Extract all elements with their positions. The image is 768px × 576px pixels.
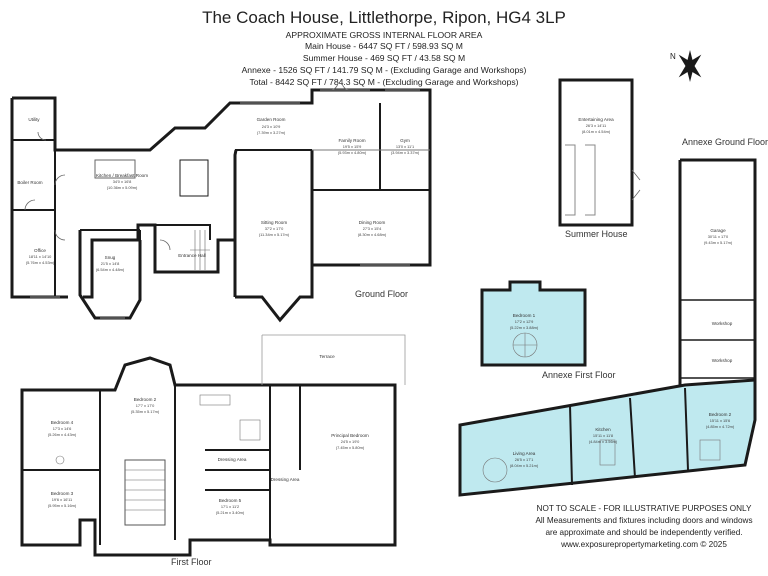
compass-north-label: N [670, 52, 676, 61]
annexe-living-plan [458, 378, 757, 497]
room-annexe-bedroom-2-dim-m: (4.85m x 4.72m) [706, 424, 735, 429]
room-garage-dim-m: (9.43m x 5.17m) [704, 240, 733, 245]
room-bedroom-3-dim: 19'6 x 16'11 [52, 497, 72, 502]
room-bedroom-5: Bedroom 5 [219, 498, 242, 503]
room-dressing-2: Dressing Area [271, 477, 300, 482]
room-living-dim: 26'5 x 17'1 [515, 457, 534, 462]
room-bedroom-2-dim-m: (5.35m x 5.17m) [131, 409, 160, 414]
room-principal-bedroom: Principal Bedroom [331, 433, 369, 438]
room-snug-dim-m: (6.54m x 4.48m) [96, 267, 125, 272]
disclaimer-not-to-scale: NOT TO SCALE - FOR ILLUSTRATIVE PURPOSES… [536, 504, 752, 513]
disclaimer-website: www.exposurepropertymarketing.com © 2025 [561, 540, 727, 549]
room-sitting-dim-m: (11.34m x 5.17m) [259, 232, 290, 237]
room-bedroom-3-dim-m: (5.95m x 5.16m) [48, 503, 77, 508]
room-annexe-kitchen-dim: 15'11 x 11'8 [593, 433, 613, 438]
room-bedroom-5-dim: 17'1 x 11'2 [221, 504, 239, 509]
room-bedroom-4-dim: 17'3 x 14'6 [53, 426, 72, 431]
room-kitchen-dim: 34'0 x 16'8 [113, 179, 132, 184]
room-boiler: Boiler Room [17, 180, 42, 185]
room-annexe-bedroom-1-dim-m: (5.22m x 3.88m) [510, 325, 539, 330]
room-entertaining: Entertaining Area [578, 117, 614, 122]
room-bedroom-2: Bedroom 2 [134, 397, 157, 402]
room-dressing-1: Dressing Area [218, 457, 247, 462]
room-garden-dim-m: (7.39m x 3.27m) [257, 130, 286, 135]
label-summer-house: Summer House [565, 229, 628, 239]
room-living: Living Area [513, 451, 536, 456]
room-garage-dim: 30'11 x 17'0 [708, 234, 729, 239]
room-garden-dim: 24'3 x 10'9 [262, 124, 281, 129]
room-gym-dim: 13'0 x 11'1 [396, 144, 414, 149]
room-annexe-kitchen: Kitchen [595, 427, 611, 432]
property-title: The Coach House, Littlethorpe, Ripon, HG… [202, 8, 566, 27]
area-annexe: Annexe - 1526 SQ FT / 141.79 SQ M - (Exc… [241, 65, 527, 75]
room-living-dim-m: (8.04m x 5.21m) [510, 463, 539, 468]
room-workshop-1: Workshop [712, 321, 733, 326]
area-total: Total - 8442 SQ FT / 784.3 SQ M - (Exclu… [249, 77, 519, 87]
room-snug: Snug [105, 255, 116, 260]
room-utility: Utility [28, 117, 40, 122]
room-terrace: Terrace [319, 354, 335, 359]
room-family-dim: 19'5 x 15'9 [343, 144, 362, 149]
room-entrance: Entrance Hall [178, 253, 206, 258]
room-dining-dim: 27'3 x 15'4 [363, 226, 382, 231]
room-office: Office [34, 248, 46, 253]
room-dining-dim-m: (8.30m x 4.68m) [358, 232, 387, 237]
label-ground-floor: Ground Floor [355, 289, 408, 299]
room-annexe-bedroom-1-dim: 17'2 x 12'9 [515, 319, 534, 324]
room-garden: Garden Room [257, 117, 286, 122]
area-main-house: Main House - 6447 SQ FT / 598.93 SQ M [305, 41, 463, 51]
room-sitting: Sitting Room [261, 220, 287, 225]
room-workshop-2: Workshop [712, 358, 733, 363]
room-office-dim: 18'11 x 14'10 [29, 254, 52, 259]
room-entertaining-dim-m: (8.01m x 4.54m) [582, 129, 611, 134]
ground-floor-plan [10, 81, 432, 323]
room-office-dim-m: (5.76m x 4.53m) [26, 260, 55, 265]
room-snug-dim: 21'5 x 14'8 [101, 261, 120, 266]
annexe-ground-plan [678, 158, 757, 390]
summer-house-plan [558, 78, 641, 227]
room-bedroom-2-dim: 17'7 x 17'0 [136, 403, 155, 408]
room-annexe-bedroom-2: Bedroom 2 [709, 412, 732, 417]
room-gym-dim-m: (3.94m x 3.37m) [391, 150, 420, 155]
disclaimer-line-2: All Measurements and fixtures including … [535, 516, 753, 525]
room-bedroom-3: Bedroom 3 [51, 491, 74, 496]
disclaimer-line-3: are approximate and should be independen… [545, 528, 743, 537]
room-kitchen-dim-m: (10.36m x 5.09m) [107, 185, 138, 190]
room-dining: Dining Room [359, 220, 386, 225]
first-floor-plan [20, 334, 406, 557]
area-summer-house: Summer House - 469 SQ FT / 43.58 SQ M [302, 53, 466, 63]
room-family: Family Room [338, 138, 365, 143]
room-sitting-dim: 37'2 x 17'0 [265, 226, 284, 231]
room-bedroom-5-dim-m: (5.21m x 3.40m) [216, 510, 245, 515]
room-annexe-bedroom-2-dim: 15'11 x 15'6 [710, 418, 730, 423]
room-entertaining-dim: 26'3 x 14'11 [586, 123, 606, 128]
label-first-floor: First Floor [171, 557, 212, 567]
room-kitchen: Kitchen / Breakfast Room [96, 173, 148, 178]
area-subtitle: APPROXIMATE GROSS INTERNAL FLOOR AREA [285, 30, 483, 40]
room-gym: Gym [400, 138, 410, 143]
label-annexe-ground: Annexe Ground Floor [682, 137, 768, 147]
label-annexe-first: Annexe First Floor [542, 370, 616, 380]
room-family-dim-m: (5.93m x 4.80m) [338, 150, 367, 155]
room-bedroom-4: Bedroom 4 [51, 420, 74, 425]
room-bedroom-4-dim-m: (5.26m x 4.43m) [48, 432, 77, 437]
annexe-first-plan [480, 280, 587, 367]
room-annexe-kitchen-dim-m: (4.84m x 3.56m) [589, 439, 618, 444]
compass: N [670, 50, 702, 82]
room-garage: Garage [710, 228, 726, 233]
room-annexe-bedroom-1: Bedroom 1 [513, 313, 536, 318]
room-principal-bedroom-dim: 24'5 x 19'0 [341, 439, 360, 444]
room-labels: Utility Boiler Room Office 18'11 x 14'10… [17, 117, 735, 515]
room-principal-bedroom-dim-m: (7.45m x 5.80m) [336, 445, 365, 450]
